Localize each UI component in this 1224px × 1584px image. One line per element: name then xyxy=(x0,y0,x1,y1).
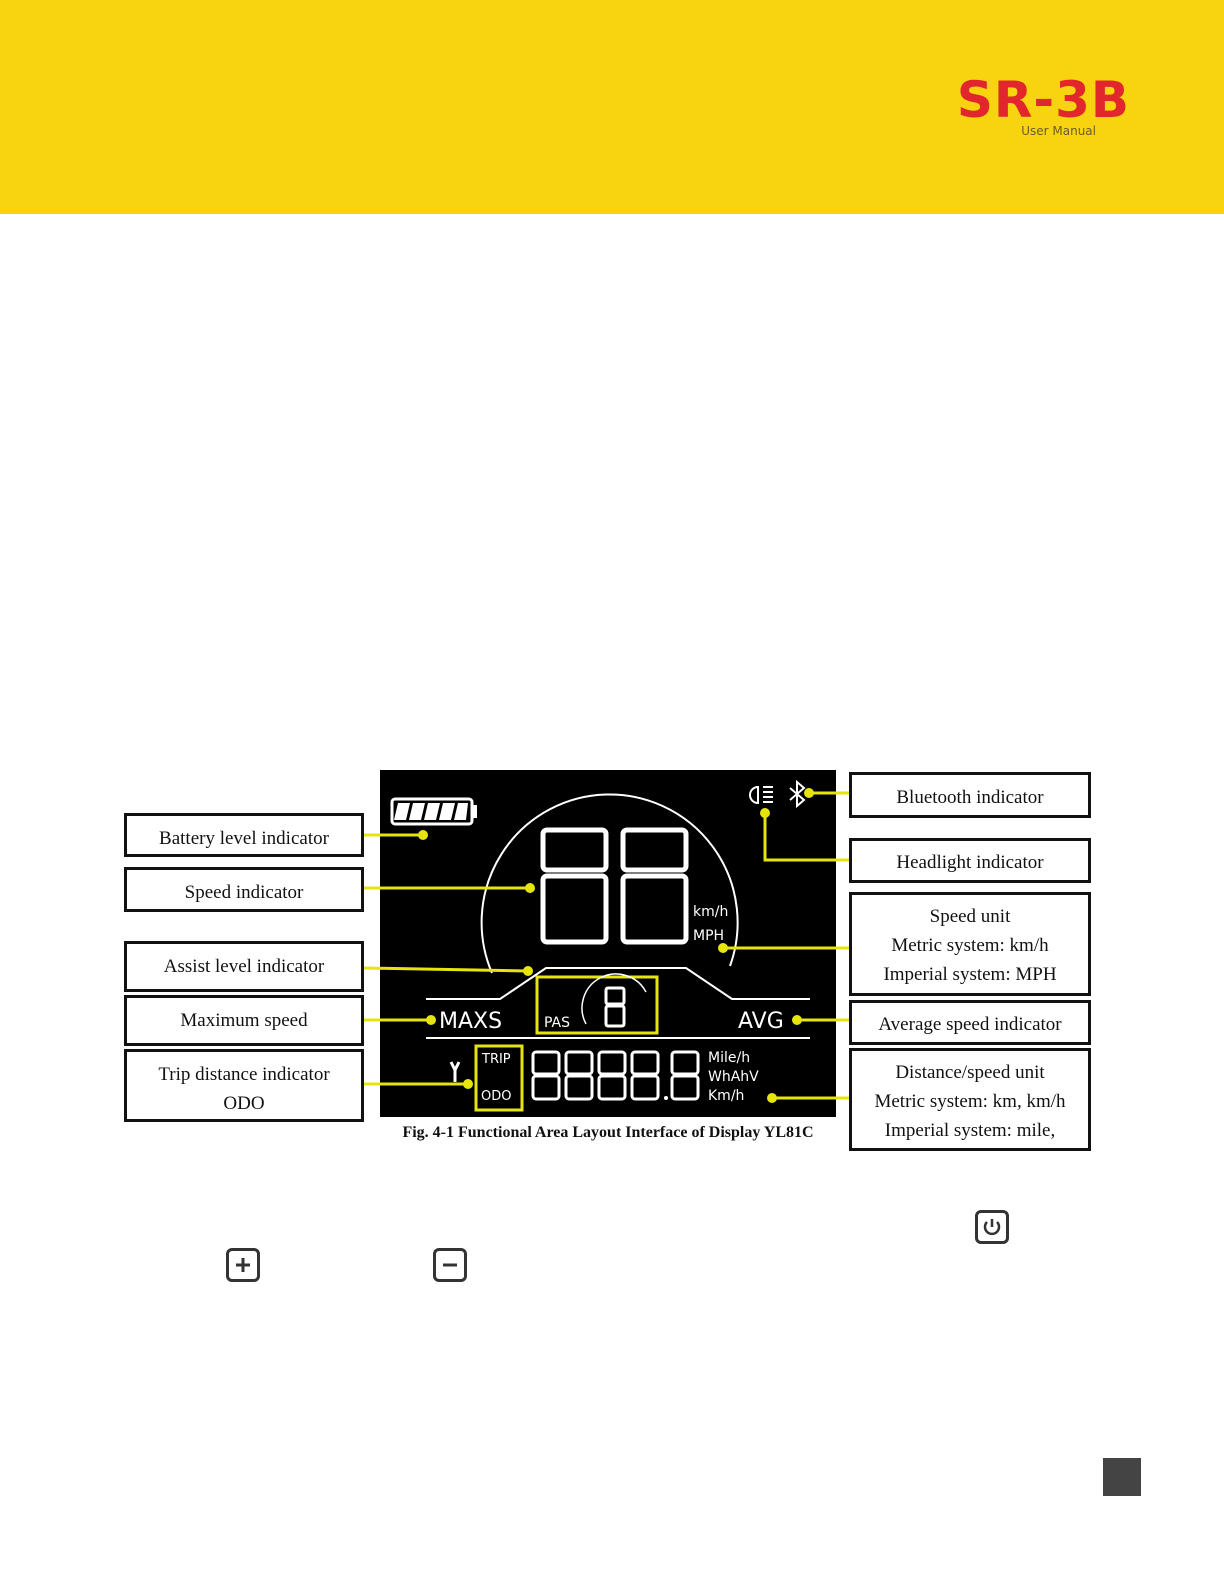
bluetooth-icon xyxy=(789,779,806,809)
callout-speedunit-metric: Metric system: km/h xyxy=(891,935,1049,956)
callout-maxspeed-label: Maximum speed xyxy=(180,1010,308,1031)
speed-digit-1 xyxy=(540,827,609,945)
trip-label: TRIP xyxy=(481,1052,511,1067)
pas-highlight-box xyxy=(535,975,659,1035)
minus-button-icon xyxy=(433,1248,467,1282)
callout-speed: Speed indicator xyxy=(124,867,364,912)
divider-upper xyxy=(426,967,810,1000)
lcd-display-graphic: km/h MPH PAS MAXS AVG TRIP ODO xyxy=(390,779,810,1112)
callout-battery-label: Battery level indicator xyxy=(159,828,329,849)
odo-label: ODO xyxy=(481,1089,511,1104)
unit-mph: MPH xyxy=(693,928,724,944)
unit-kmh: km/h xyxy=(693,904,728,920)
speed-arc xyxy=(480,793,739,974)
callout-avg-label: Average speed indicator xyxy=(878,1014,1062,1035)
callout-speed-unit: Speed unit Metric system: km/h Imperial … xyxy=(849,892,1091,996)
callout-assist-level: Assist level indicator xyxy=(124,941,364,992)
callout-battery-level: Battery level indicator xyxy=(124,813,364,857)
callout-odo-label: ODO xyxy=(223,1093,265,1114)
brand-title: SR-3B xyxy=(956,71,1130,129)
plus-button-icon xyxy=(226,1248,260,1282)
callout-headlight-label: Headlight indicator xyxy=(896,852,1044,873)
odometer-digits xyxy=(531,1050,700,1101)
page-header: SR-3B User Manual xyxy=(0,0,1224,214)
callout-assist-label: Assist level indicator xyxy=(163,956,325,977)
lcd-display: km/h MPH PAS MAXS AVG TRIP ODO xyxy=(380,770,836,1117)
callout-speed-label: Speed indicator xyxy=(184,882,304,903)
brand-logo: SR-3B User Manual xyxy=(956,71,1130,138)
unit-kmh-small: Km/h xyxy=(708,1088,744,1104)
power-button-icon xyxy=(975,1210,1009,1244)
trip-odo-highlight-box xyxy=(474,1044,524,1112)
speed-digit-2 xyxy=(620,827,689,945)
callout-dist-title: Distance/speed unit xyxy=(895,1062,1045,1083)
callout-distance-unit: Distance/speed unit Metric system: km, k… xyxy=(849,1048,1091,1151)
brand-subtitle: User Manual xyxy=(1021,124,1096,138)
pas-digit xyxy=(604,986,626,1028)
unit-mileh: Mile/h xyxy=(708,1050,750,1066)
battery-icon xyxy=(390,797,477,826)
callout-trip-label: Trip distance indicator xyxy=(158,1064,330,1085)
avg-label: AVG xyxy=(738,1009,784,1034)
callout-headlight: Headlight indicator xyxy=(849,838,1091,883)
figure-caption: Fig. 4-1 Functional Area Layout Interfac… xyxy=(402,1124,814,1141)
pas-label: PAS xyxy=(544,1015,570,1031)
page-number-block xyxy=(1103,1458,1141,1496)
decimal-point xyxy=(664,1096,668,1100)
callout-average-speed: Average speed indicator xyxy=(849,1000,1091,1045)
callout-speedunit-title: Speed unit xyxy=(929,906,1011,927)
callout-maximum-speed: Maximum speed xyxy=(124,995,364,1046)
callout-bluetooth: Bluetooth indicator xyxy=(849,772,1091,818)
callout-speedunit-imperial: Imperial system: MPH xyxy=(883,964,1057,985)
unit-whahv: WhAhV xyxy=(708,1069,759,1085)
callout-dist-metric: Metric system: km, km/h xyxy=(874,1091,1066,1112)
wrench-icon xyxy=(449,1061,461,1082)
maxs-label: MAXS xyxy=(439,1009,502,1034)
callout-bluetooth-label: Bluetooth indicator xyxy=(896,787,1044,808)
pas-arc xyxy=(581,973,647,1025)
headlight-icon xyxy=(749,785,773,805)
callout-trip-distance: Trip distance indicator ODO xyxy=(124,1049,364,1122)
callout-dist-imperial: Imperial system: mile, xyxy=(884,1120,1056,1141)
